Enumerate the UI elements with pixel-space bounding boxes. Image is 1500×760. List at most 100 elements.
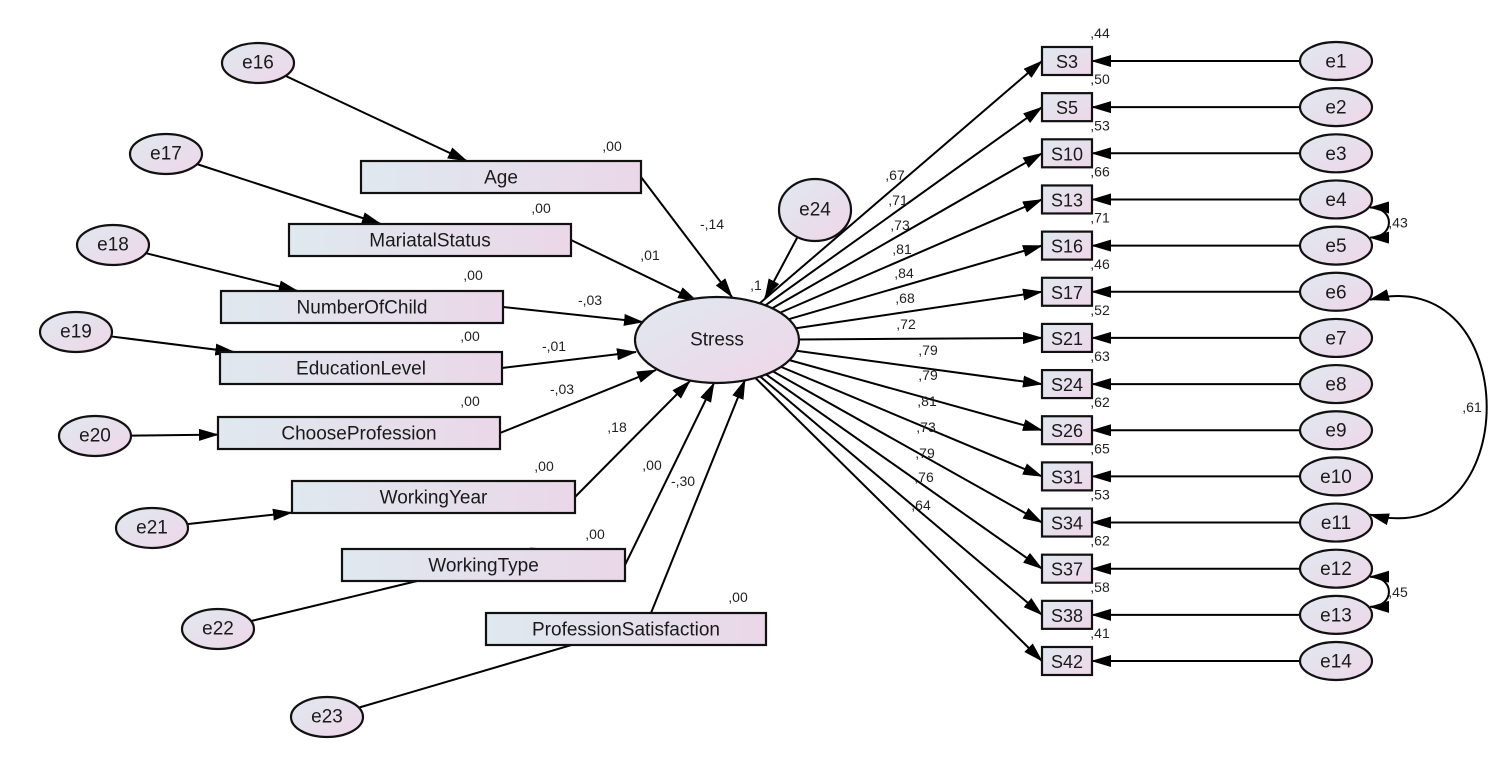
error-label: e9 bbox=[1325, 421, 1346, 442]
path-coef-mariatal-status: ,01 bbox=[640, 247, 660, 263]
indicator-box bbox=[1040, 138, 1094, 169]
indicator-label: S31 bbox=[1051, 467, 1083, 487]
loading-coef-s21: ,72 bbox=[896, 316, 916, 332]
error-node-e6: e6 bbox=[1298, 271, 1374, 312]
indicator-box bbox=[1040, 184, 1094, 215]
r2-label-age: ,00 bbox=[602, 138, 622, 154]
arrow-e16-to-age bbox=[285, 74, 468, 162]
error-ellipse bbox=[1298, 410, 1374, 451]
error-node-e1: e1 bbox=[1298, 40, 1374, 82]
arrow-e19-to-education-level bbox=[110, 335, 236, 356]
indicator-node-s21: S21 bbox=[1040, 322, 1094, 354]
path-education-level-to-stress bbox=[501, 348, 637, 369]
error-label: e21 bbox=[136, 518, 168, 539]
error-node-e11: e11 bbox=[1298, 502, 1374, 543]
path-coef-profession-satisfaction: -,30 bbox=[671, 473, 695, 489]
error-node-e17: e17 bbox=[128, 132, 204, 176]
latent-label: Stress bbox=[690, 330, 744, 351]
indicator-node-s5: S5 bbox=[1040, 92, 1094, 123]
r2-label-s13: ,66 bbox=[1090, 163, 1110, 179]
indicator-label: S16 bbox=[1051, 237, 1083, 257]
indicator-label: S5 bbox=[1056, 98, 1078, 118]
r2-label-mariatal-status: ,00 bbox=[531, 200, 551, 216]
error-node-e18: e18 bbox=[75, 223, 151, 267]
latent-node-stress: Stress bbox=[633, 295, 801, 385]
observed-node-profession-satisfaction: ProfessionSatisfaction bbox=[484, 611, 768, 647]
indicator-label: S42 bbox=[1051, 652, 1083, 672]
path-number-of-child-to-stress bbox=[502, 306, 644, 326]
error-ellipse bbox=[1298, 456, 1374, 497]
r2-label-stress: ,1 bbox=[750, 277, 762, 293]
path-working-year-to-stress bbox=[574, 380, 691, 498]
error-ellipse bbox=[1298, 87, 1374, 128]
covariance-coef-e12-e13: ,45 bbox=[1388, 584, 1408, 600]
indicator-node-s17: S17 bbox=[1040, 276, 1094, 307]
loading-stress-to-s21 bbox=[798, 332, 1043, 345]
error-node-e23: e23 bbox=[289, 695, 365, 739]
r2-label-s17: ,46 bbox=[1090, 256, 1110, 272]
indicator-label: S10 bbox=[1051, 144, 1083, 164]
error-label: e13 bbox=[1320, 605, 1352, 626]
error-ellipse bbox=[1298, 363, 1374, 405]
error-ellipse bbox=[1298, 502, 1374, 543]
path-coef-working-year: ,18 bbox=[607, 419, 627, 435]
error-ellipse bbox=[1298, 225, 1374, 266]
observed-node-working-type: WorkingType bbox=[340, 547, 627, 583]
error-ellipse bbox=[1298, 594, 1374, 635]
error-label: e8 bbox=[1325, 375, 1346, 396]
error-node-e5: e5 bbox=[1298, 225, 1374, 266]
error-label: e4 bbox=[1325, 190, 1347, 211]
error-label: e6 bbox=[1325, 282, 1346, 303]
error-node-e3: e3 bbox=[1298, 133, 1374, 174]
error-ellipse bbox=[180, 607, 256, 651]
indicator-label: S17 bbox=[1051, 283, 1083, 303]
observed-label: NumberOfChild bbox=[297, 298, 428, 319]
loading-stress-to-s24 bbox=[796, 349, 1043, 388]
path-coef-education-level: -,01 bbox=[542, 338, 566, 354]
r2-label-working-type: ,00 bbox=[585, 526, 605, 542]
nodes-layer: e16Agee17MariatalStatuse18NumberOfChilde… bbox=[38, 40, 1374, 739]
error-label: e2 bbox=[1325, 98, 1346, 119]
path-coef-choose-profession: -,03 bbox=[550, 381, 574, 397]
path-working-type-to-stress bbox=[624, 382, 715, 566]
loading-coef-s38: ,76 bbox=[914, 469, 934, 485]
error-node-e8: e8 bbox=[1298, 363, 1374, 405]
covariance-e4-e5 bbox=[1369, 201, 1390, 244]
observed-box bbox=[287, 222, 573, 258]
labels-layer: ,00-,14,00,01,00-,03,00-,01,00-,03,00,18… bbox=[460, 25, 1482, 641]
observed-label: ProfessionSatisfaction bbox=[532, 620, 720, 641]
loading-stress-to-s16 bbox=[788, 244, 1043, 321]
loading-stress-to-s5 bbox=[764, 106, 1043, 307]
indicator-box bbox=[1040, 415, 1094, 446]
observed-label: Age bbox=[484, 168, 518, 189]
r2-label-s10: ,53 bbox=[1090, 117, 1110, 133]
loading-coef-s31: ,81 bbox=[917, 393, 937, 409]
indicator-node-s34: S34 bbox=[1040, 507, 1094, 538]
indicator-box bbox=[1040, 322, 1094, 354]
error-node-e24: e24 bbox=[777, 177, 853, 243]
r2-label-s21: ,52 bbox=[1090, 302, 1110, 318]
indicator-box bbox=[1040, 507, 1094, 538]
error-ellipse bbox=[1298, 40, 1374, 82]
r2-label-s5: ,50 bbox=[1090, 71, 1110, 87]
edges-layer bbox=[110, 55, 1488, 709]
error-ellipse bbox=[38, 310, 114, 354]
loading-stress-to-s17 bbox=[795, 288, 1043, 330]
error-label: e1 bbox=[1325, 52, 1346, 73]
error-node-e19: e19 bbox=[38, 310, 114, 354]
loading-coef-s26: ,79 bbox=[918, 367, 938, 383]
latent-ellipse bbox=[633, 295, 801, 385]
arrow-e21-to-working-year bbox=[187, 508, 293, 526]
error-label: e7 bbox=[1325, 328, 1346, 349]
observed-box bbox=[216, 415, 502, 451]
arrow-e24-to-stress bbox=[764, 237, 798, 299]
error-label: e17 bbox=[150, 144, 182, 165]
error-node-e22: e22 bbox=[180, 607, 256, 651]
loading-coef-s17: ,68 bbox=[895, 290, 915, 306]
error-label: e11 bbox=[1321, 513, 1351, 534]
error-ellipse bbox=[1298, 133, 1374, 174]
indicator-node-s3: S3 bbox=[1040, 45, 1094, 77]
error-node-e9: e9 bbox=[1298, 410, 1374, 451]
loading-stress-to-s34 bbox=[772, 370, 1043, 524]
indicator-label: S3 bbox=[1056, 52, 1078, 72]
